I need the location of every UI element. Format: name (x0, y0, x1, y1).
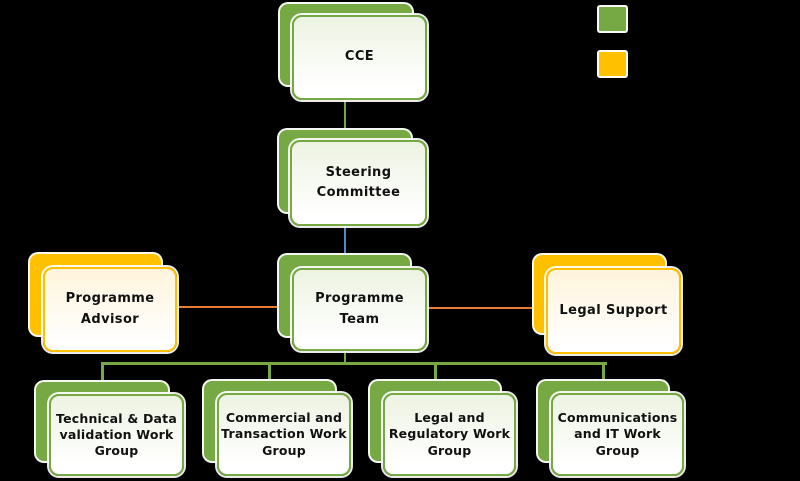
node-label: Communications and IT Work Group (557, 410, 678, 458)
node-front-panel: Communications and IT Work Group (551, 393, 684, 476)
node-front-panel: CCE (292, 15, 427, 100)
connector-team-legal (428, 307, 548, 309)
connector-steering-team (344, 226, 346, 262)
connector-stub-wg4 (602, 362, 605, 381)
node-front-panel: Legal Support (546, 268, 681, 354)
node-label: Steering Committee (316, 164, 401, 200)
connector-stub-wg2 (268, 362, 271, 382)
node-label: Legal Support (559, 302, 668, 318)
connector-bus-horizontal (101, 362, 607, 365)
node-front-panel: Steering Committee (290, 140, 427, 226)
node-label: CCE (344, 49, 375, 65)
node-front-panel: Programme Advisor (43, 267, 177, 352)
node-label: Technical & Data validation Work Group (56, 410, 177, 459)
connector-team-bus (344, 351, 346, 364)
legend-green-swatch (597, 5, 628, 33)
node-label: Programme Advisor (65, 291, 155, 327)
node-front-panel: Commercial and Transaction Work Group (217, 393, 351, 476)
node-front-panel: Programme Team (292, 268, 427, 351)
node-front-panel: Legal and Regulatory Work Group (383, 393, 516, 476)
node-label: Legal and Regulatory Work Group (388, 410, 511, 458)
connector-stub-wg1 (101, 362, 104, 382)
connector-stub-wg3 (434, 362, 437, 381)
legend-orange-swatch (597, 50, 628, 78)
node-front-panel: Technical & Data validation Work Group (49, 394, 184, 476)
node-label: Commercial and Transaction Work Group (221, 410, 347, 458)
node-label: Programme Team (315, 291, 404, 327)
connector-advisor-team (178, 306, 294, 308)
connector-cce-steering (344, 100, 346, 142)
